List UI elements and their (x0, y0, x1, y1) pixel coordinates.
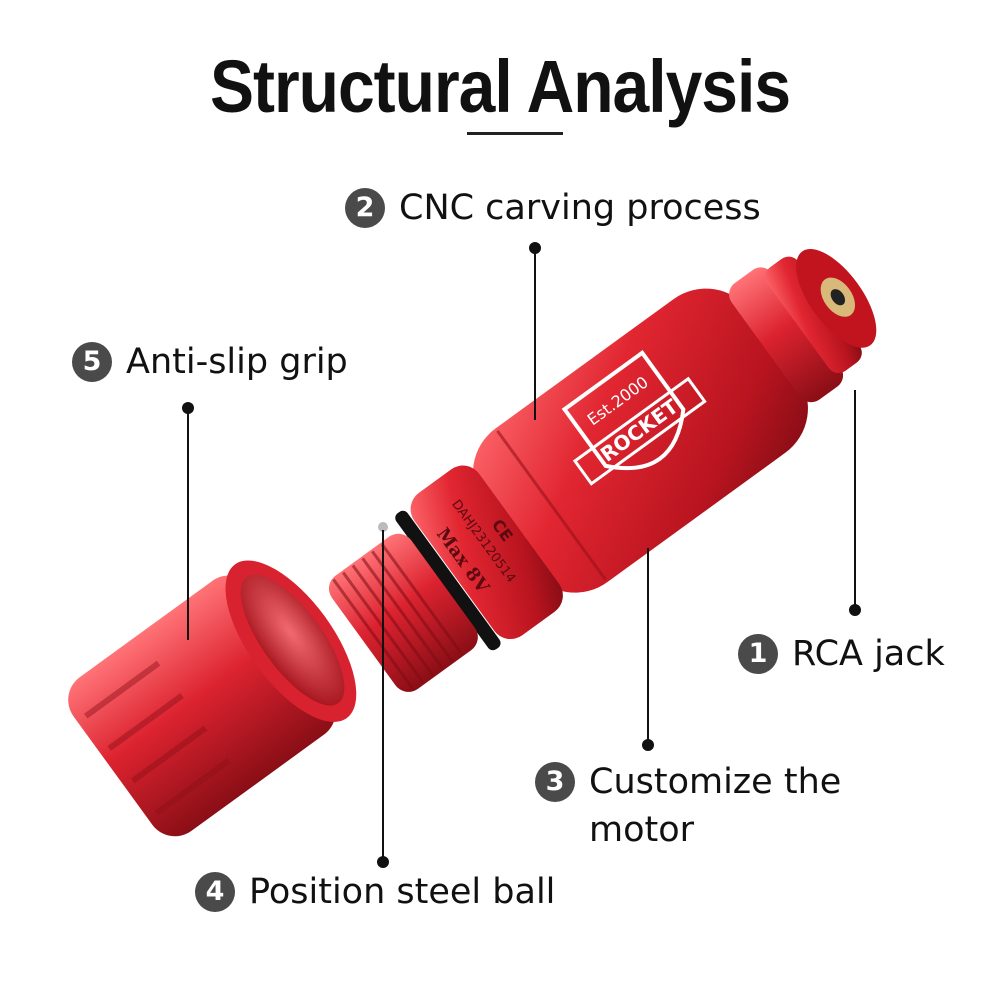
leader-dots (182, 242, 861, 868)
callout-label: Position steel ball (249, 872, 556, 912)
callout-number-badge: 2 (345, 188, 385, 228)
rca-collar-1 (729, 267, 844, 403)
callout-label: Customize the motor (589, 762, 842, 850)
callout-steel-ball: 4 Position steel ball (195, 868, 555, 916)
rca-collar-2 (765, 256, 862, 374)
o-ring (395, 510, 501, 651)
grip-cap (68, 560, 357, 837)
callout-rca: 1 RCA jack (738, 630, 945, 678)
pen-main-cylinder (472, 288, 808, 593)
pen-grip-collar (410, 465, 563, 640)
callout-cnc: 2 CNC carving process (345, 184, 761, 232)
callout-label: CNC carving process (399, 188, 761, 228)
callout-label: Anti-slip grip (126, 342, 348, 382)
callout-number-badge: 5 (72, 342, 112, 382)
body-seam (496, 429, 607, 581)
leader-lines (187, 248, 856, 862)
steel-ball (378, 522, 388, 532)
grip-flutes (83, 660, 231, 816)
page-title: Structural Analysis (209, 44, 791, 128)
callout-number-badge: 3 (535, 762, 575, 802)
title-underline (467, 132, 563, 135)
grip-cap-inner (240, 574, 345, 706)
callout-number-badge: 1 (738, 634, 778, 674)
pen-body: Est.2000 ROCKET Max 8V DAHJ23120514 CE (328, 249, 877, 692)
callout-label: RCA jack (792, 634, 945, 674)
callout-number-badge: 4 (195, 872, 235, 912)
callout-motor: 3 Customize the motor (535, 758, 849, 854)
callout-anti-slip: 5 Anti-slip grip (72, 338, 348, 386)
